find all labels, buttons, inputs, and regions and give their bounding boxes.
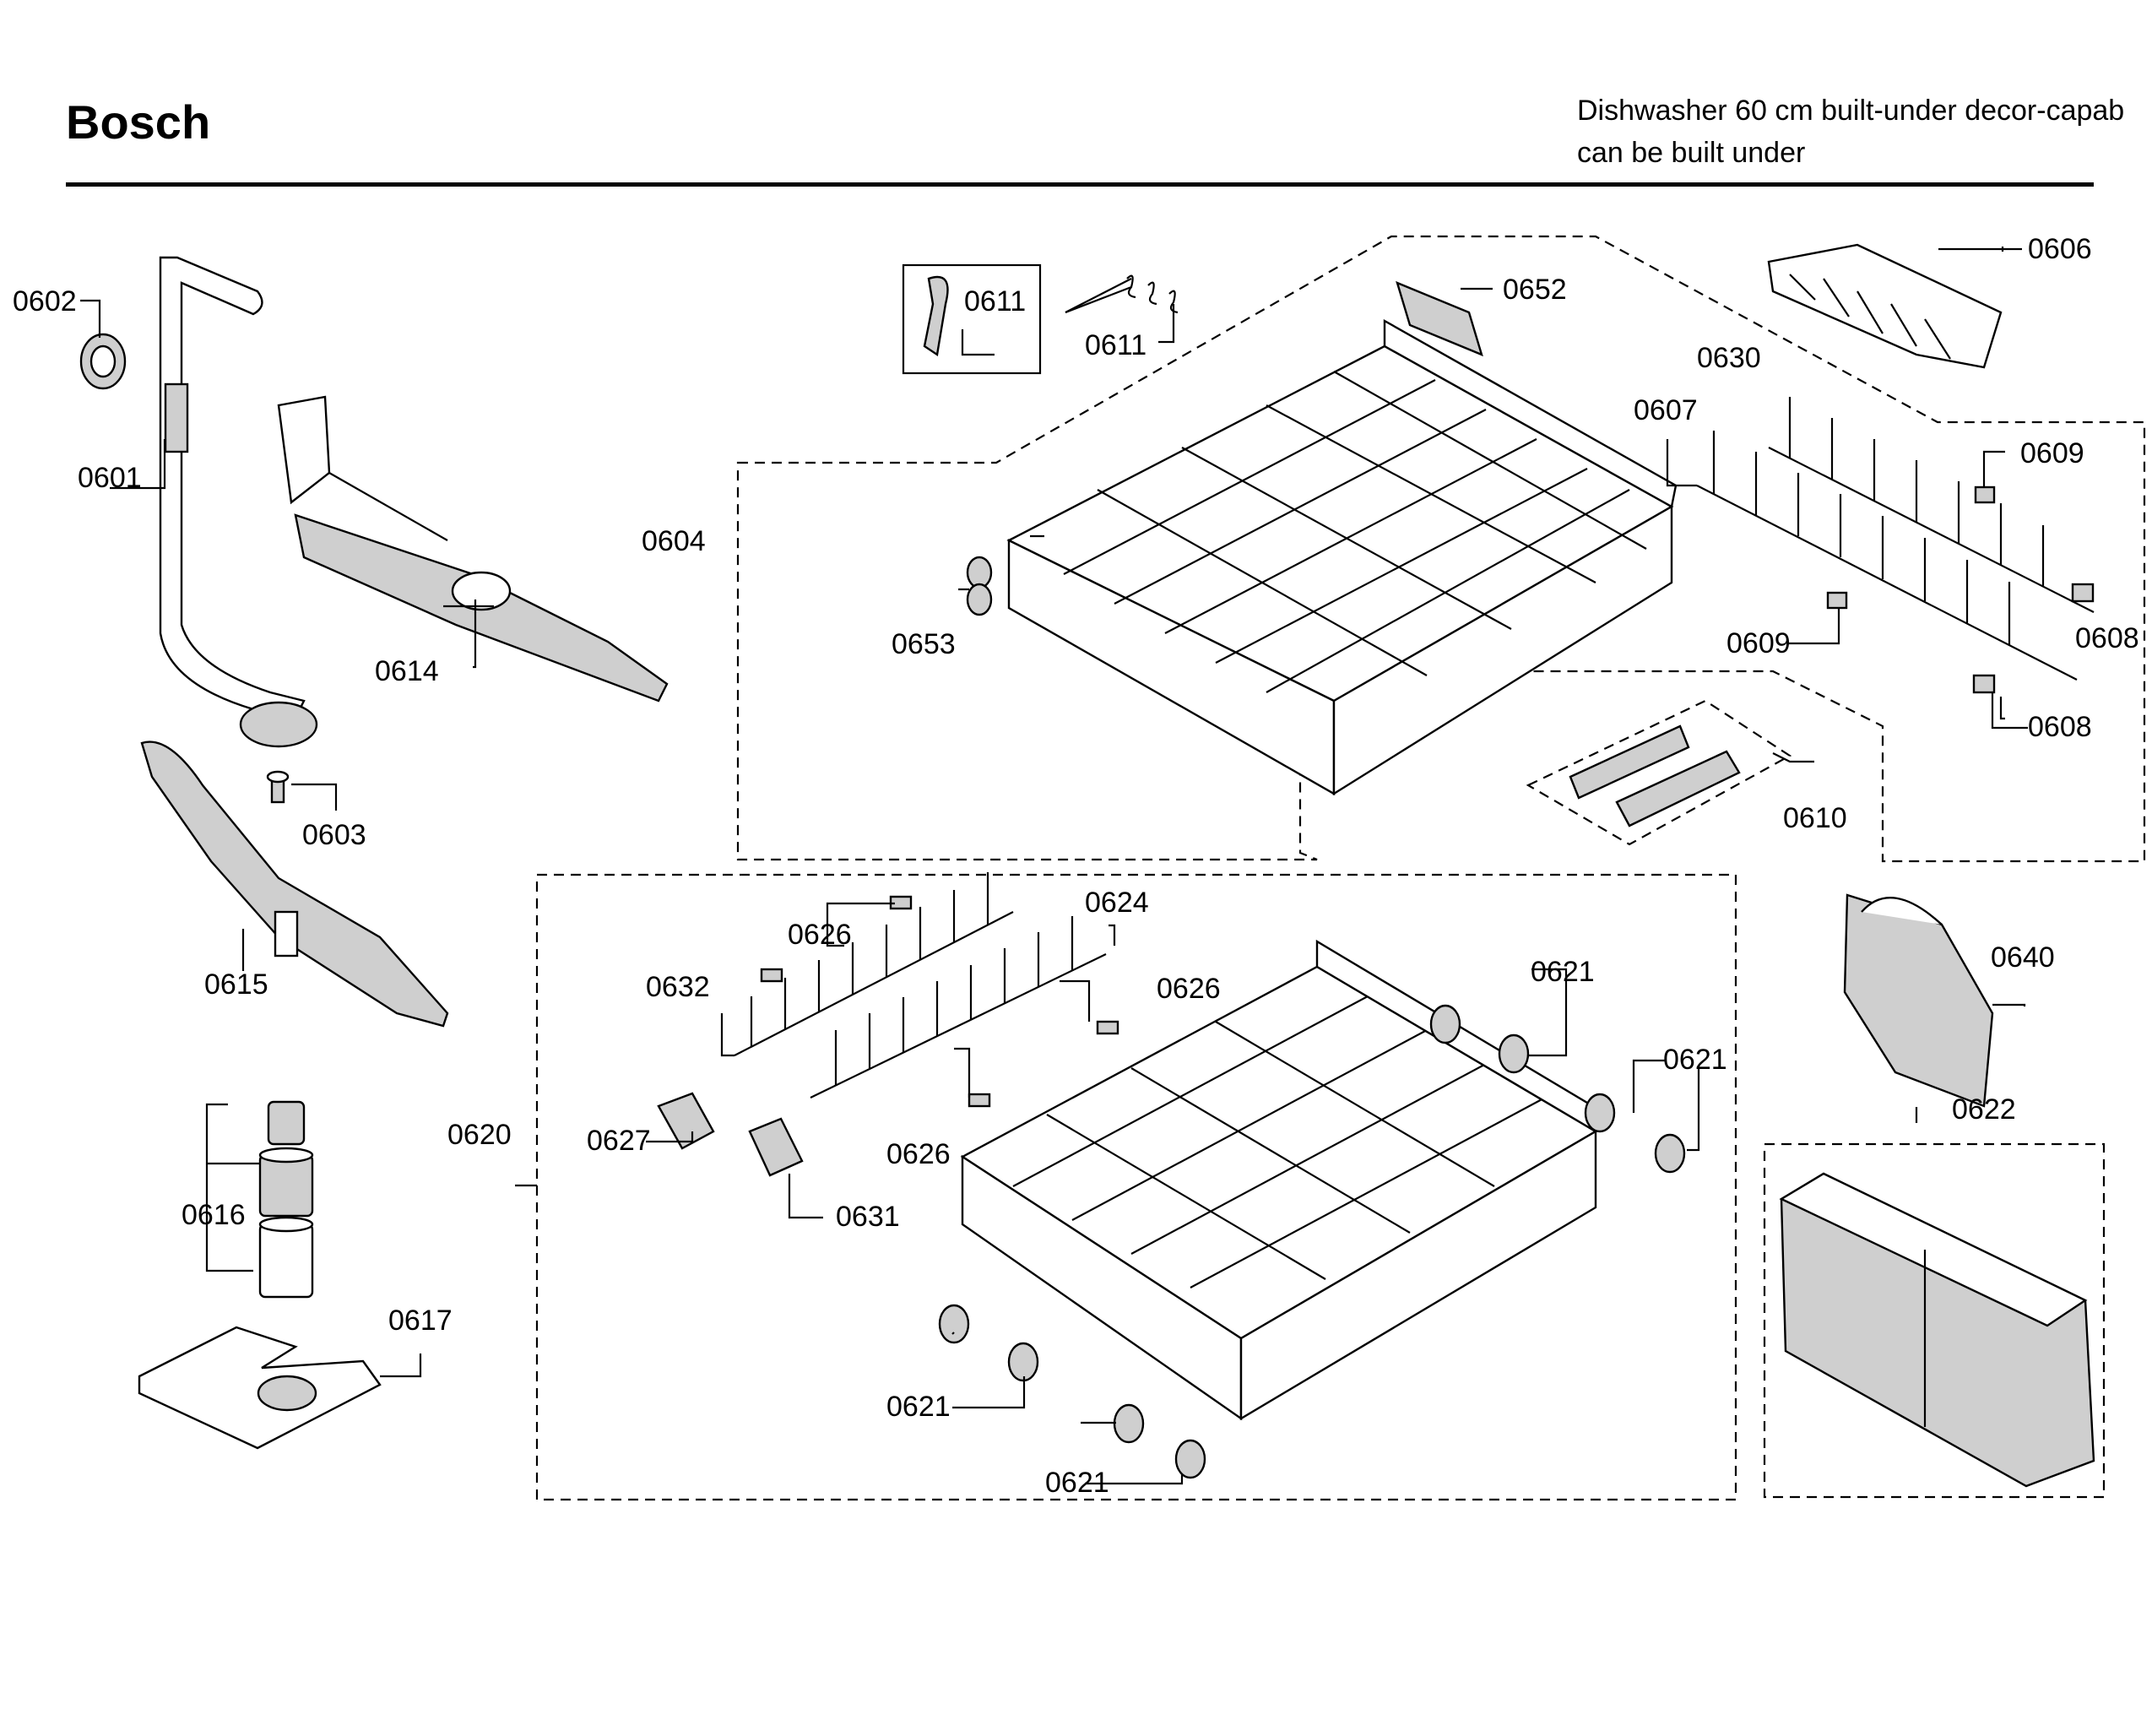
tine-clip-part — [1826, 591, 1848, 610]
lower-tine-clip-part — [1096, 1020, 1119, 1035]
rack-bracket-part — [1396, 280, 1483, 357]
cutlery-basket-group-boundary — [1763, 1142, 2106, 1499]
upper-rack-wheel-part — [966, 556, 993, 616]
callout-0631: 0631 — [836, 1201, 900, 1233]
lower-tine-clip-part — [760, 968, 783, 983]
micro-filter-plate-part — [138, 1326, 382, 1450]
spray-pipe-part — [159, 256, 318, 748]
tine-clip-part — [1974, 486, 1996, 504]
spray-nozzle-cap-part — [79, 333, 127, 390]
callout-0611: 0611 — [1085, 329, 1146, 361]
rack-clip-parts — [1126, 274, 1179, 314]
callout-0632: 0632 — [646, 971, 710, 1003]
small-items-basket-part — [1843, 893, 1994, 1108]
callout-0610: 0610 — [1783, 802, 1847, 834]
callout-0616: 0616 — [182, 1199, 246, 1231]
cutlery-basket-part — [1779, 1172, 2095, 1488]
callout-0630: 0630 — [1697, 342, 1761, 374]
callout-0621-top: 0621 — [1531, 956, 1595, 988]
callout-0653: 0653 — [892, 628, 956, 660]
screw-part — [266, 770, 290, 804]
cup-shelf-part — [1767, 243, 2003, 369]
callout-0640: 0640 — [1991, 941, 2055, 974]
header-divider — [66, 182, 2094, 187]
callout-0611-inset: 0611 — [964, 285, 1026, 317]
upper-rack-part — [1006, 318, 1678, 796]
callout-0608-bottom: 0608 — [2028, 711, 2092, 743]
callout-0652: 0652 — [1503, 274, 1567, 306]
callout-leader-lines — [80, 247, 2028, 1485]
lower-spray-arm-part — [140, 741, 449, 1028]
callout-0620: 0620 — [447, 1119, 512, 1151]
rack-handle-part — [1569, 724, 1741, 827]
lower-rack-wheels-part — [938, 1004, 1686, 1479]
callout-0624: 0624 — [1085, 887, 1149, 919]
callout-0604: 0604 — [642, 525, 706, 557]
callout-0609-top: 0609 — [2020, 437, 2084, 469]
lower-tine-rows-part — [734, 872, 1107, 1099]
filter-assembly-part — [258, 1100, 314, 1299]
callout-labels: 0602 0601 0614 0603 0615 0616 0617 0611 … — [13, 233, 2139, 1499]
brand-title: Bosch — [66, 95, 211, 149]
callout-0617: 0617 — [388, 1305, 453, 1337]
fold-down-tine-rows-part — [1696, 397, 2095, 681]
callout-0603: 0603 — [302, 819, 366, 851]
callout-0621-right: 0621 — [1663, 1044, 1727, 1076]
callout-0626-bottom: 0626 — [886, 1138, 951, 1170]
callout-0606: 0606 — [2028, 233, 2092, 265]
tine-holder-part — [2071, 583, 2095, 603]
callout-0615: 0615 — [204, 968, 268, 1001]
tine-row-holder-part — [748, 1117, 804, 1177]
lower-tine-clip-part — [968, 1093, 991, 1108]
callout-0621-bottom: 0621 — [1045, 1467, 1109, 1499]
callout-0626-right: 0626 — [1157, 973, 1221, 1005]
callout-0622: 0622 — [1952, 1093, 2016, 1126]
upper-spray-arm-part — [277, 395, 669, 703]
lower-rack-part — [960, 939, 1602, 1421]
tine-row-holder-part — [657, 1092, 715, 1150]
model-description-line-1: Dishwasher 60 cm built-under decor-capab — [1577, 95, 2125, 127]
rack-clip-inset — [902, 263, 1042, 375]
lower-rack-group-boundary — [535, 873, 1737, 1501]
callout-0626-top: 0626 — [788, 919, 852, 951]
callout-0608-right: 0608 — [2075, 622, 2139, 654]
diagram-header: Bosch Dishwasher 60 cm built-under decor… — [0, 0, 2152, 194]
callout-0602: 0602 — [13, 285, 77, 317]
callout-0601: 0601 — [78, 462, 142, 494]
callout-0627: 0627 — [587, 1125, 651, 1157]
upper-rack-group-boundary — [736, 235, 2146, 863]
callout-0621-left: 0621 — [886, 1391, 951, 1423]
model-description-line-2: can be built under — [1577, 137, 1806, 169]
rack-handle-group-boundary — [1526, 699, 1792, 846]
callout-0614: 0614 — [375, 655, 439, 687]
tine-holder-part — [1972, 674, 1996, 694]
callout-0607: 0607 — [1634, 394, 1698, 426]
callout-0609-bottom: 0609 — [1726, 627, 1791, 659]
